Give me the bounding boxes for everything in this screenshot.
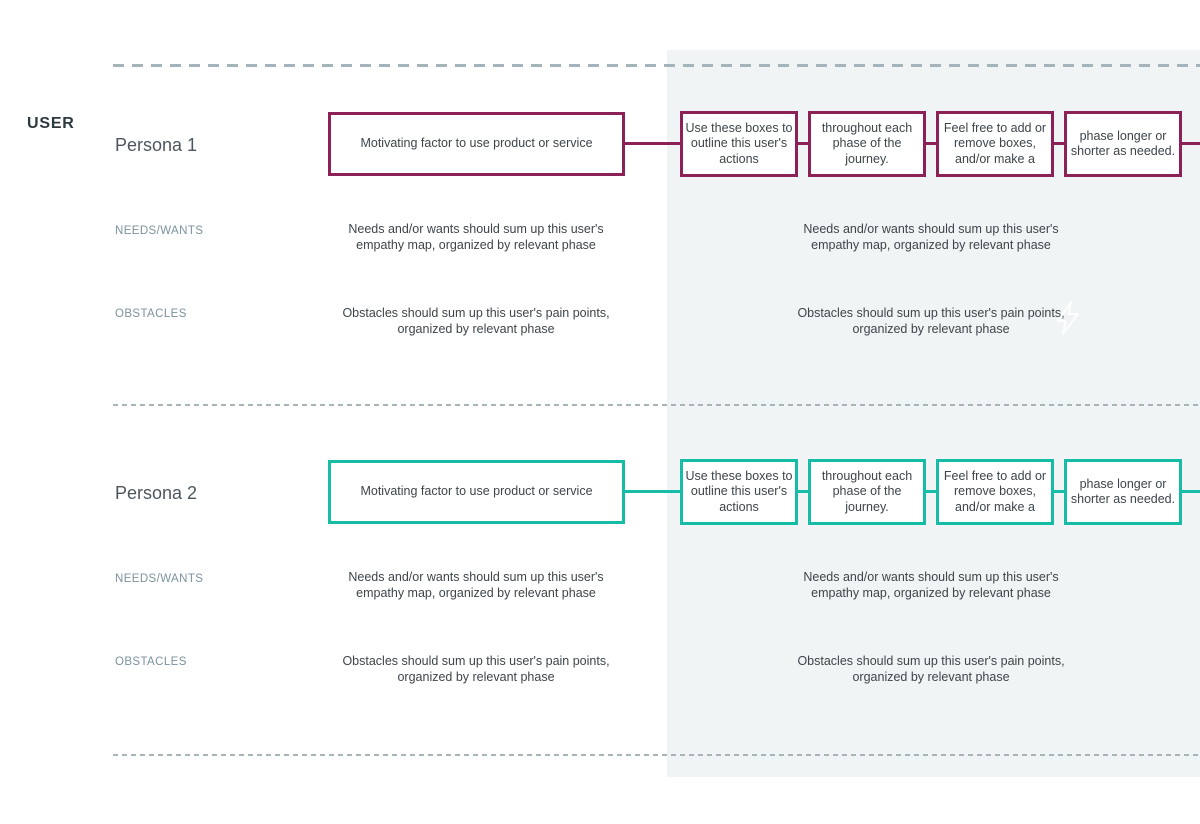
connector-line: [926, 142, 936, 145]
action-box-3[interactable]: Feel free to add or remove boxes, and/or…: [936, 459, 1054, 525]
action-box-1[interactable]: Use these boxes to outline this user's a…: [680, 459, 798, 525]
connector-line: [625, 142, 680, 145]
needs-wants-row-label: NEEDS/WANTS: [115, 225, 204, 237]
persona-1-name[interactable]: Persona 1: [115, 135, 198, 155]
connector-line: [1054, 490, 1064, 493]
persona-1-section: Persona 1 Motivating factor to use produ…: [0, 0, 1200, 348]
obstacles-placeholder-phase-2[interactable]: Obstacles should sum up this user's pain…: [797, 654, 1065, 684]
action-box-4[interactable]: phase longer or shorter as needed.: [1064, 111, 1182, 177]
motivating-factor-box[interactable]: Motivating factor to use product or serv…: [328, 112, 625, 176]
obstacles-placeholder-phase-1[interactable]: Obstacles should sum up this user's pain…: [342, 654, 610, 684]
phase-divider-top: [113, 64, 1200, 67]
connector-line: [1182, 490, 1200, 493]
persona-divider-middle: [113, 404, 1200, 406]
connector-line: [926, 490, 936, 493]
connector-line: [798, 142, 808, 145]
obstacles-placeholder-phase-1[interactable]: Obstacles should sum up this user's pain…: [342, 306, 610, 336]
action-box-4[interactable]: phase longer or shorter as needed.: [1064, 459, 1182, 525]
needs-placeholder-phase-2[interactable]: Needs and/or wants should sum up this us…: [803, 222, 1059, 252]
user-row-label: USER: [27, 115, 75, 132]
needs-placeholder-phase-1[interactable]: Needs and/or wants should sum up this us…: [348, 222, 604, 252]
obstacles-row-label: OBSTACLES: [115, 308, 187, 320]
needs-wants-row-label: NEEDS/WANTS: [115, 573, 204, 585]
lightning-bolt-icon: [1057, 301, 1079, 335]
action-box-1[interactable]: Use these boxes to outline this user's a…: [680, 111, 798, 177]
connector-line: [798, 490, 808, 493]
needs-placeholder-phase-1[interactable]: Needs and/or wants should sum up this us…: [348, 570, 604, 600]
obstacles-placeholder-phase-2[interactable]: Obstacles should sum up this user's pain…: [797, 306, 1065, 336]
persona-divider-bottom: [113, 754, 1200, 756]
connector-line: [1182, 142, 1200, 145]
action-box-3[interactable]: Feel free to add or remove boxes, and/or…: [936, 111, 1054, 177]
action-box-2[interactable]: throughout each phase of the journey.: [808, 111, 926, 177]
connector-line: [1054, 142, 1064, 145]
needs-placeholder-phase-2[interactable]: Needs and/or wants should sum up this us…: [803, 570, 1059, 600]
obstacles-row-label: OBSTACLES: [115, 656, 187, 668]
action-box-2[interactable]: throughout each phase of the journey.: [808, 459, 926, 525]
persona-2-section: Persona 2 Motivating factor to use produ…: [0, 348, 1200, 696]
connector-line: [625, 490, 680, 493]
motivating-factor-box[interactable]: Motivating factor to use product or serv…: [328, 460, 625, 524]
persona-2-name[interactable]: Persona 2: [115, 483, 198, 503]
